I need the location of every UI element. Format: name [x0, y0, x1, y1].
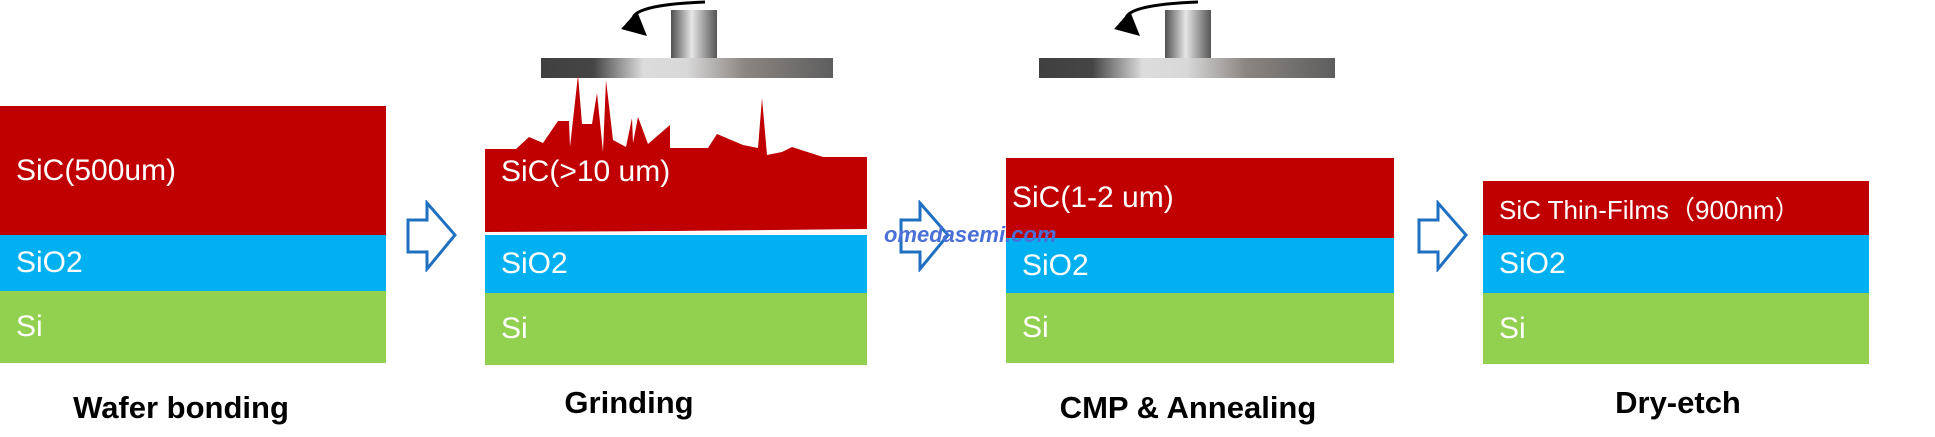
process-arrow-icon [406, 200, 457, 272]
step-label: CMP & Annealing [1059, 390, 1317, 425]
sic-layer: SiC Thin-Films（900nm） [1483, 181, 1869, 235]
sio2-layer: SiO2 [1006, 238, 1394, 293]
step-label: Wafer bonding [73, 390, 289, 425]
step-label: Dry-etch [1615, 385, 1741, 420]
grinding-wheel-icon [541, 0, 833, 78]
process-arrow-icon [899, 200, 950, 272]
step-label: Grinding [564, 385, 694, 420]
sio2-layer: SiO2 [485, 235, 867, 293]
si-layer: Si [485, 293, 867, 365]
si-layer: Si [1006, 293, 1394, 363]
sio2-layer: SiO2 [0, 235, 386, 291]
process-arrow-icon [1417, 200, 1468, 272]
sic-layer: SiC(500um) [0, 106, 386, 235]
sic-layer-label: SiC(>10 um) [501, 155, 671, 188]
polishing-pad-icon [1039, 0, 1335, 78]
sic-layer: SiC(1-2 um) [1006, 158, 1394, 238]
watermark: omedasemi.com [884, 222, 1057, 247]
rough-sic-surface [485, 75, 868, 235]
si-layer: Si [1483, 293, 1869, 364]
si-layer: Si [0, 291, 386, 363]
sio2-layer: SiO2 [1483, 235, 1869, 293]
